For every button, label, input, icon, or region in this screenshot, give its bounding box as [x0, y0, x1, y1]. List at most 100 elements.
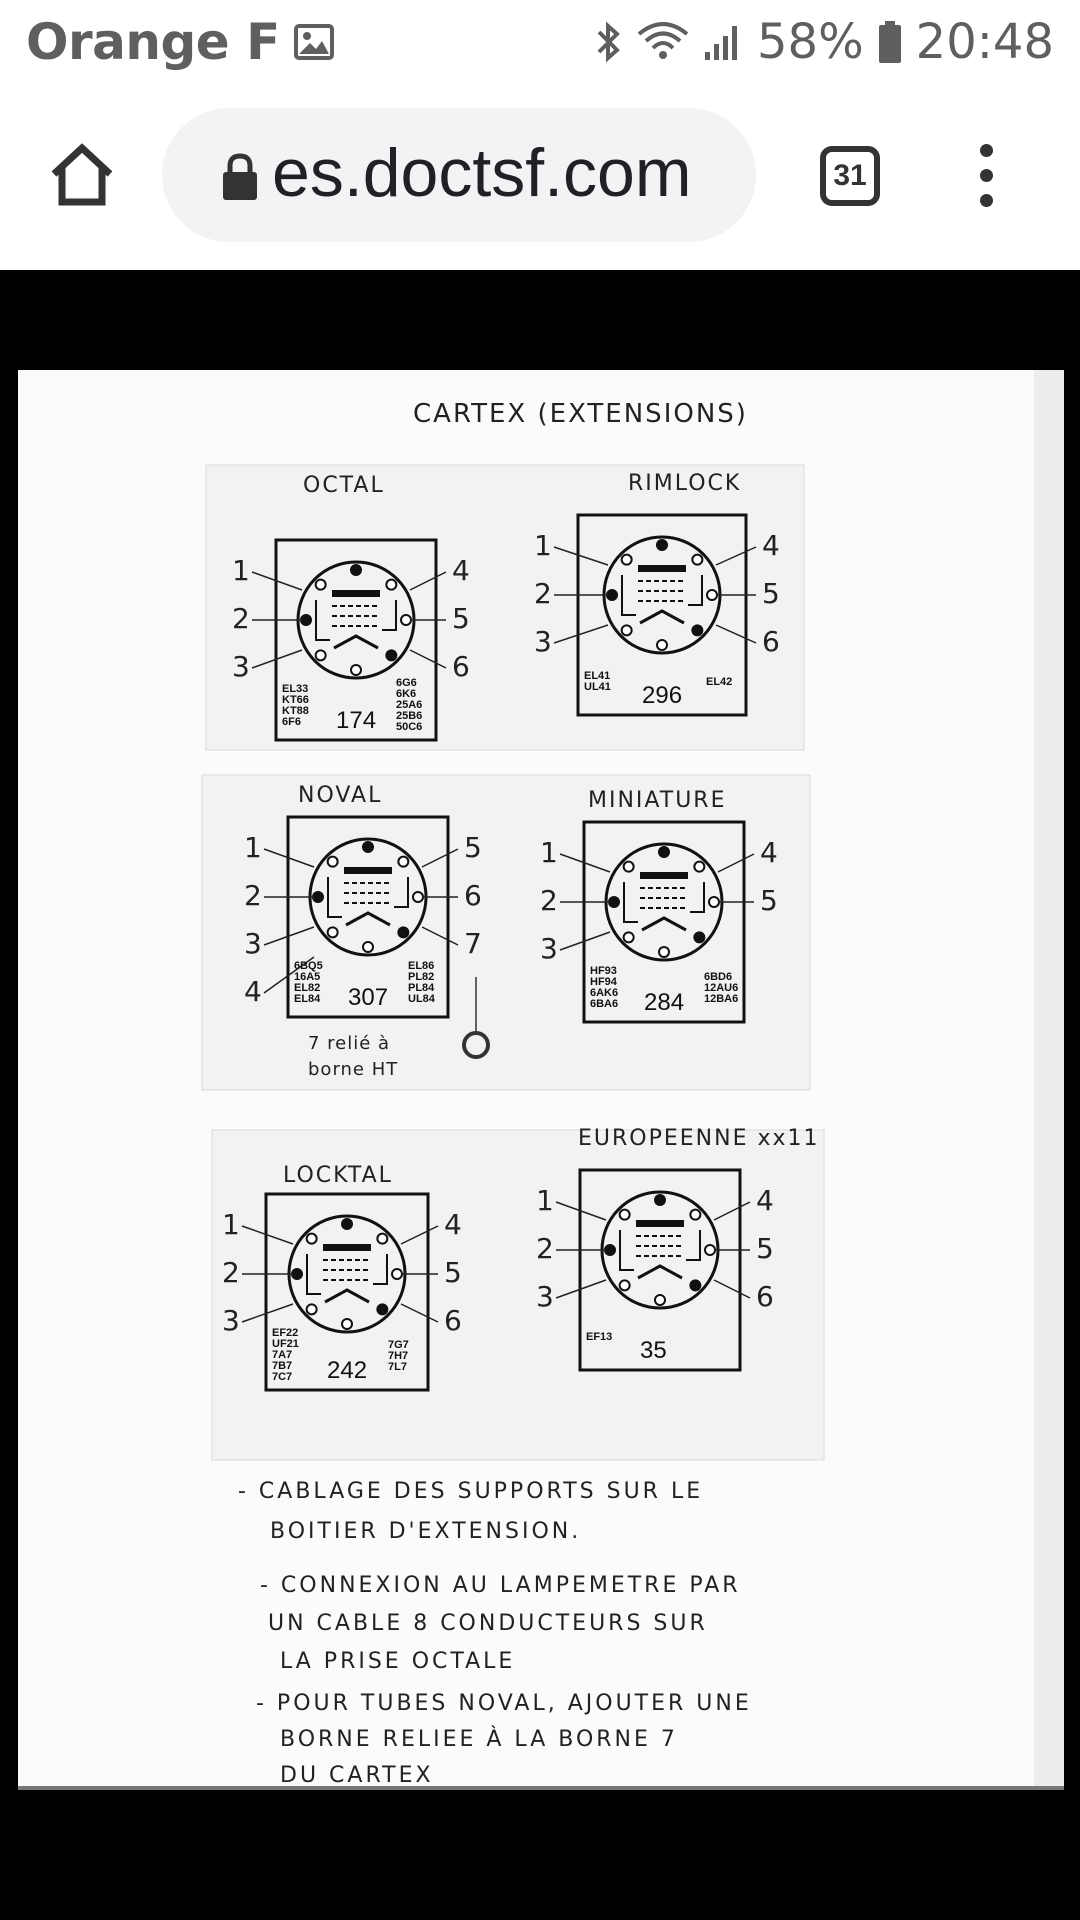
socket-pin — [341, 1218, 353, 1230]
tube-code: 25B6 — [396, 710, 422, 722]
socket-pin — [622, 931, 635, 944]
wire-mark — [373, 1254, 388, 1285]
socket-pin — [654, 1194, 666, 1206]
anode-mark — [323, 1244, 371, 1251]
socket-pin — [314, 578, 327, 591]
socket-pin — [362, 841, 374, 853]
pin-leader — [713, 1279, 751, 1299]
wire-mark — [327, 877, 342, 918]
tube-code: EL33 — [282, 683, 308, 695]
tube-code: EL41 — [584, 670, 610, 682]
socket-pin — [654, 1294, 666, 1306]
wire-mark — [382, 600, 397, 631]
tube-code: 25A6 — [396, 699, 422, 711]
pin-number: 3 — [222, 1304, 240, 1337]
cathode-mark — [333, 634, 379, 650]
socket-pin — [300, 614, 312, 626]
socket-pin — [391, 1268, 403, 1280]
wire-mark — [306, 1254, 321, 1295]
viewer-bottom-area — [0, 1790, 1080, 1920]
socket-pin — [326, 855, 339, 868]
socket-label: RIMLOCK — [628, 471, 741, 496]
socket-pin — [385, 578, 398, 591]
pin-leader — [409, 649, 447, 669]
pin-number: 1 — [534, 529, 552, 562]
carrier-name: Orange F — [26, 13, 280, 71]
url-text[interactable]: es.doctsf.com — [272, 135, 692, 211]
socket-pin — [385, 649, 398, 662]
pin-number: 5 — [760, 884, 778, 917]
home-icon[interactable] — [48, 140, 116, 208]
pin-number: 1 — [232, 554, 250, 587]
tube-socket-octal: OCTALEL33KT66KT886F66G66K625A625B650C617… — [232, 473, 470, 742]
pin-leader — [717, 853, 755, 873]
cathode-mark — [324, 1288, 370, 1304]
cathode-mark — [637, 1264, 683, 1280]
socket-frame — [582, 820, 746, 1024]
pin-leader — [263, 848, 315, 868]
note-line: - CONNEXION AU LAMPEMETRE PAR — [260, 1573, 741, 1598]
pin-number: 4 — [452, 554, 470, 587]
socket-frame — [274, 538, 438, 742]
pin-number: 6 — [762, 625, 780, 658]
pin-number: 1 — [540, 836, 558, 869]
pin-number: 2 — [534, 577, 552, 610]
socket-pin — [706, 589, 718, 601]
socket-label: EUROPEENNE xx11 — [578, 1126, 820, 1151]
socket-note: 7 relié à — [308, 1033, 390, 1054]
socket-label: LOCKTAL — [283, 1163, 393, 1188]
pin-number: 5 — [762, 577, 780, 610]
tube-code: 7H7 — [388, 1350, 408, 1362]
socket-frame — [286, 815, 450, 1019]
socket-pin — [704, 1244, 716, 1256]
socket-pin — [622, 860, 635, 873]
clock: 20:48 — [915, 14, 1054, 70]
tube-code: 6K6 — [396, 688, 416, 700]
pin-leader — [400, 1303, 439, 1323]
tube-code: 12BA6 — [704, 993, 738, 1005]
tube-code: 6BD6 — [704, 971, 732, 983]
socket-pin — [608, 896, 620, 908]
socket-frame — [576, 513, 748, 717]
tube-socket-miniature: MINIATUREHF93HF946AK66BA66BD612AU612BA62… — [540, 788, 778, 1024]
wire-mark — [315, 600, 330, 641]
pin-number: 4 — [244, 975, 262, 1008]
socket-pin — [341, 1318, 353, 1330]
pin-number: 3 — [232, 650, 250, 683]
cathode-mark — [345, 911, 391, 927]
pin-leader — [715, 546, 757, 566]
tube-code: PL84 — [408, 982, 435, 994]
tube-code: 6F6 — [282, 716, 301, 728]
socket-frame — [578, 1168, 742, 1372]
pin-leader — [715, 624, 757, 644]
address-bar[interactable]: es.doctsf.com — [162, 108, 756, 242]
note-line: DU CARTEX — [280, 1763, 434, 1788]
status-bar: Orange F 58% 20:48 — [0, 0, 1080, 84]
pin-number: 3 — [536, 1280, 554, 1313]
tube-socket-noval: NOVAL6BQ516A5EL82EL84EL86PL82PL84UL84307… — [244, 783, 490, 1080]
tube-code: EL84 — [294, 993, 321, 1005]
wire-mark — [621, 575, 636, 616]
tab-switcher-button[interactable]: 31 — [820, 146, 880, 206]
socket-pin — [708, 896, 720, 908]
note-line: UN CABLE 8 CONDUCTEURS SUR — [268, 1611, 708, 1636]
pin-number: 2 — [536, 1232, 554, 1265]
wire-mark — [623, 882, 638, 923]
pin-number: 2 — [540, 884, 558, 917]
page-title: CARTEX (EXTENSIONS) — [413, 399, 748, 429]
pin-number: 5 — [452, 602, 470, 635]
tube-code: 7A7 — [272, 1349, 292, 1361]
overflow-menu-icon[interactable] — [966, 144, 1006, 208]
socket-pin — [412, 891, 424, 903]
socket-number: 174 — [336, 707, 376, 734]
pin-number: 6 — [756, 1280, 774, 1313]
pin-number: 6 — [444, 1304, 462, 1337]
pin-number: 3 — [540, 932, 558, 965]
socket-pin — [691, 624, 704, 637]
wire-mark — [686, 1230, 701, 1261]
tube-code: 7C7 — [272, 1371, 292, 1383]
tube-code: EL86 — [408, 960, 434, 972]
browser-toolbar: es.doctsf.com 31 — [0, 84, 1080, 270]
